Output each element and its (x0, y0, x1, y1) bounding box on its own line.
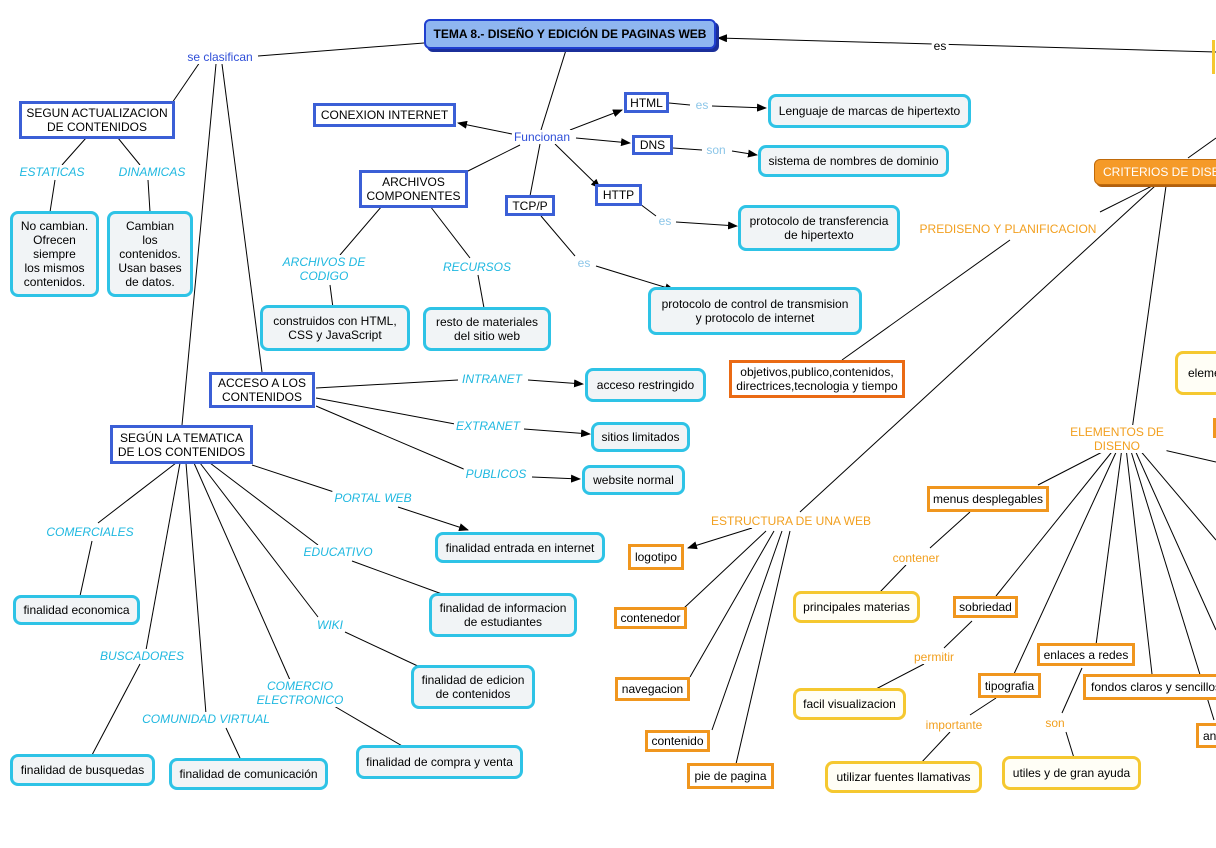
node-archivos-componentes[interactable]: ARCHIVOS COMPONENTES (359, 170, 468, 208)
link-label-dinamicas: DINAMICAS (116, 165, 188, 179)
link-label-se-clasifican: se clasifican (185, 50, 255, 64)
node-cambian[interactable]: Cambian los contenidos. Usan bases de da… (107, 211, 193, 297)
node-tipografia[interactable]: tipografia (978, 673, 1041, 698)
link-label-son-enlaces: son (1043, 716, 1067, 730)
node-website-normal[interactable]: website normal (582, 465, 685, 495)
node-enlaces-redes[interactable]: enlaces a redes (1037, 643, 1135, 666)
link-label-recursos: RECURSOS (440, 260, 514, 274)
node-resto-materiales[interactable]: resto de materiales del sitio web (423, 307, 551, 351)
link-label-es-top: es (931, 39, 949, 53)
link-label-educativo: EDUCATIVO (301, 545, 375, 559)
node-html[interactable]: HTML (624, 92, 669, 113)
node-sobriedad[interactable]: sobriedad (953, 596, 1018, 618)
node-contenido[interactable]: contenido (645, 730, 710, 752)
node-dns[interactable]: DNS (632, 135, 673, 155)
link-label-prediseno: PREDISENO Y PLANIFICACION (917, 222, 1099, 236)
node-criterios-diseno[interactable]: CRITERIOS DE DISE (1094, 159, 1216, 185)
node-lenguaje-marcas[interactable]: Lenguaje de marcas de hipertexto (768, 94, 971, 128)
link-label-estaticas: ESTATICAS (17, 165, 87, 179)
link-label-estructura-web: ESTRUCTURA DE UNA WEB (708, 514, 874, 528)
node-finalidad-comunicacion[interactable]: finalidad de comunicación (169, 758, 328, 790)
cutoff-yellow-node-top (1212, 40, 1216, 74)
link-label-comunidad-virtual: COMUNIDAD VIRTUAL (140, 712, 272, 726)
link-label-comercio-electronico: COMERCIO ELECTRONICO (254, 679, 346, 707)
cutoff-orange-node-top (1213, 418, 1216, 438)
node-an-partial[interactable]: an (1196, 723, 1216, 748)
node-facil-visualizacion[interactable]: facil visualizacion (793, 688, 906, 720)
link-label-wiki: WIKI (315, 618, 345, 632)
node-protocolo-transferencia[interactable]: protocolo de transferencia de hipertexto (738, 205, 900, 251)
node-protocolo-control[interactable]: protocolo de control de transmision y pr… (648, 287, 862, 335)
node-contenedor[interactable]: contenedor (614, 607, 687, 629)
node-sistema-nombres[interactable]: sistema de nombres de dominio (758, 145, 949, 177)
link-label-permitir: permitir (911, 650, 957, 664)
link-label-funcionan: Funcionan (511, 130, 573, 144)
node-acceso-contenidos[interactable]: ACCESO A LOS CONTENIDOS (209, 372, 315, 408)
node-utiles[interactable]: utiles y de gran ayuda (1002, 756, 1141, 790)
node-pie-pagina[interactable]: pie de pagina (687, 763, 774, 789)
node-navegacion[interactable]: navegacion (615, 677, 690, 701)
node-sitios-limitados[interactable]: sitios limitados (591, 422, 690, 452)
node-utilizar-fuentes[interactable]: utilizar fuentes llamativas (825, 761, 982, 793)
node-logotipo[interactable]: logotipo (628, 544, 684, 570)
node-fondos-claros[interactable]: fondos claros y sencillos (1083, 674, 1216, 700)
node-no-cambian[interactable]: No cambian. Ofrecen siempre los mismos c… (10, 211, 99, 297)
node-http[interactable]: HTTP (595, 184, 642, 206)
link-label-publicos: PUBLICOS (463, 467, 529, 481)
main-title-node[interactable]: TEMA 8.- DISEÑO Y EDICIÓN DE PAGINAS WEB (424, 19, 716, 49)
link-label-contener: contener (890, 551, 942, 565)
node-construidos[interactable]: construidos con HTML, CSS y JavaScript (260, 305, 410, 351)
link-label-son-dns: son (704, 143, 728, 157)
link-label-es-html: es (693, 98, 711, 112)
link-label-es-tcp: es (575, 256, 593, 270)
link-label-extranet: EXTRANET (453, 419, 523, 433)
node-finalidad-informacion[interactable]: finalidad de informacion de estudiantes (429, 593, 577, 637)
node-segun-actualizacion[interactable]: SEGUN ACTUALIZACION DE CONTENIDOS (19, 101, 175, 139)
node-tcpip[interactable]: TCP/P (505, 195, 555, 216)
link-label-es-http: es (656, 214, 674, 228)
node-eleme-partial[interactable]: eleme (1175, 351, 1216, 395)
link-label-intranet: INTRANET (460, 372, 524, 386)
node-principales-materias[interactable]: principales materias (793, 591, 920, 623)
node-objetivos[interactable]: objetivos,publico,contenidos, directrice… (729, 360, 905, 398)
node-finalidad-busquedas[interactable]: finalidad de busquedas (10, 754, 155, 786)
node-finalidad-entrada[interactable]: finalidad entrada en internet (435, 532, 605, 563)
node-acceso-restringido[interactable]: acceso restringido (585, 368, 706, 402)
node-conexion-internet[interactable]: CONEXION INTERNET (313, 103, 456, 127)
node-segun-tematica[interactable]: SEGÚN LA TEMATICA DE LOS CONTENIDOS (110, 425, 253, 464)
link-label-elementos-diseno: ELEMENTOS DE DISENO (1067, 425, 1167, 453)
link-label-buscadores: BUSCADORES (97, 649, 187, 663)
link-label-comerciales: COMERCIALES (44, 525, 136, 539)
node-finalidad-compra[interactable]: finalidad de compra y venta (356, 745, 523, 779)
link-label-archivos-codigo: ARCHIVOS DE CODIGO (280, 255, 368, 283)
node-finalidad-edicion[interactable]: finalidad de edicion de contenidos (411, 665, 535, 709)
node-menus-desplegables[interactable]: menus desplegables (927, 486, 1049, 512)
node-finalidad-economica[interactable]: finalidad economica (13, 595, 140, 625)
link-label-portal-web: PORTAL WEB (332, 491, 414, 505)
link-label-importante: importante (923, 718, 985, 732)
